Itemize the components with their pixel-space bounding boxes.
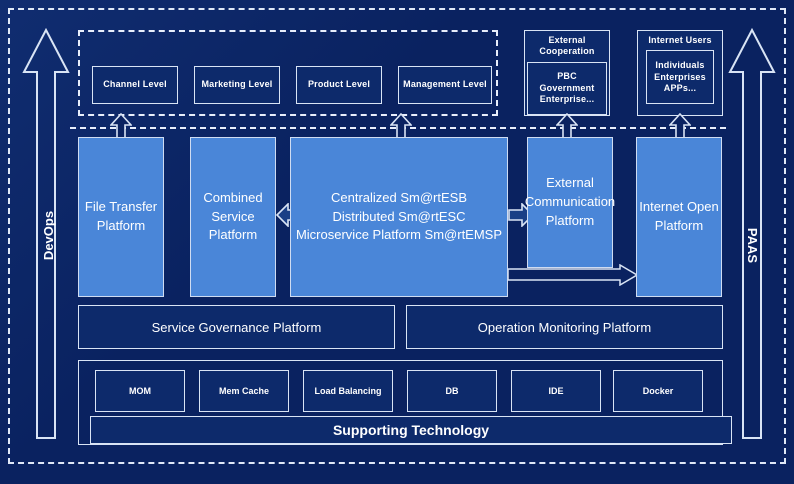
level-label: Marketing Level xyxy=(201,79,273,90)
business-levels-container xyxy=(78,30,498,116)
tech-chip-load-balancing[interactable]: Load Balancing xyxy=(303,370,393,412)
external-cooperation-title: External Cooperation xyxy=(539,35,595,57)
tech-chip-docker[interactable]: Docker xyxy=(613,370,703,412)
tech-chip-mom[interactable]: MOM xyxy=(95,370,185,412)
technology-section-container xyxy=(78,360,723,445)
level-label: Product Level xyxy=(307,79,371,90)
tech-label: MOM xyxy=(129,386,151,396)
esb-to-internet-open-arrow xyxy=(508,264,638,286)
supporting-technology-label: Supporting Technology xyxy=(332,422,490,438)
platform-label: Combined Service Platform xyxy=(203,189,263,243)
service-governance-platform[interactable]: Service Governance Platform xyxy=(78,305,395,349)
tech-chip-ide[interactable]: IDE xyxy=(511,370,601,412)
level-box-marketing[interactable]: Marketing Level xyxy=(194,66,280,104)
platform-external-communication[interactable]: External Communication Platform xyxy=(524,137,616,268)
platform-label: File Transfer Platform xyxy=(84,199,158,233)
platform-combined-service[interactable]: Combined Service Platform xyxy=(190,137,276,297)
operation-monitoring-platform[interactable]: Operation Monitoring Platform xyxy=(406,305,723,349)
platform-label: External Communication Platform xyxy=(524,175,616,228)
level-box-channel[interactable]: Channel Level xyxy=(92,66,178,104)
platform-centralized-esb[interactable]: Centralized Sm@rtESB Distributed Sm@rtES… xyxy=(290,137,508,297)
file-transfer-to-levels-arrow xyxy=(110,113,132,139)
paas-up-arrow xyxy=(728,28,776,440)
tech-label: Load Balancing xyxy=(314,386,382,396)
monitoring-label: Operation Monitoring Platform xyxy=(477,319,652,335)
external-comm-to-cooperation-arrow xyxy=(556,113,578,139)
platform-file-transfer[interactable]: File Transfer Platform xyxy=(78,137,164,297)
external-cooperation-group[interactable]: External Cooperation PBC Government Ente… xyxy=(524,30,610,116)
tech-label: Mem Cache xyxy=(218,386,270,396)
tech-chip-mem-cache[interactable]: Mem Cache xyxy=(199,370,289,412)
governance-label: Service Governance Platform xyxy=(151,319,322,335)
level-box-product[interactable]: Product Level xyxy=(296,66,382,104)
internet-users-inner: Individuals Enterprises APPs... xyxy=(646,50,714,105)
devops-label: DevOps xyxy=(41,210,57,261)
internet-open-to-users-arrow xyxy=(669,113,691,139)
platform-label: Centralized Sm@rtESB Distributed Sm@rtES… xyxy=(295,189,503,243)
internet-users-group[interactable]: Internet Users Individuals Enterprises A… xyxy=(637,30,723,116)
devops-up-arrow xyxy=(22,28,70,440)
tech-label: DB xyxy=(445,386,459,396)
platform-internet-open[interactable]: Internet Open Platform xyxy=(636,137,722,297)
paas-label: PAAS xyxy=(745,227,761,264)
tech-label: Docker xyxy=(642,386,674,396)
tech-chip-db[interactable]: DB xyxy=(407,370,497,412)
outer-dashed-frame xyxy=(8,8,786,464)
level-label: Management Level xyxy=(403,79,487,90)
level-label: Channel Level xyxy=(103,79,167,90)
external-cooperation-inner: PBC Government Enterprise... xyxy=(527,61,607,115)
level-box-management[interactable]: Management Level xyxy=(398,66,492,104)
esb-to-levels-arrow xyxy=(390,113,412,139)
internet-users-title: Internet Users xyxy=(648,35,712,45)
tech-label: IDE xyxy=(548,386,564,396)
supporting-technology-bar[interactable]: Supporting Technology xyxy=(90,416,732,444)
platform-label: Internet Open Platform xyxy=(639,199,719,233)
